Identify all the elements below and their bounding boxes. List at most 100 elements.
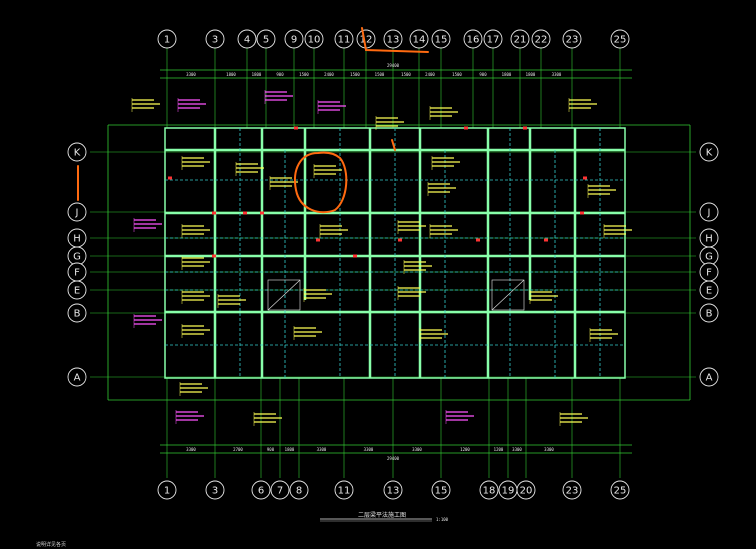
axis-top-13: 13 <box>383 29 403 49</box>
axis-bubble-circle <box>431 480 451 500</box>
annotation-block <box>431 156 460 170</box>
axis-bubble-circle <box>157 480 177 500</box>
annotation-block <box>181 324 210 338</box>
axis-bubble-circle <box>251 480 271 500</box>
outer-frame <box>107 69 691 454</box>
axis-left-G: G <box>67 246 87 266</box>
annotation-block <box>429 106 458 120</box>
stair-openings <box>267 279 525 311</box>
dim-top-segment: 900 <box>276 72 284 77</box>
annotation-block <box>269 176 298 190</box>
annotation-block <box>181 156 210 170</box>
title-block: 二层梁平法施工图 1:100 <box>320 511 449 522</box>
markup-small-mark <box>391 139 396 151</box>
axis-bubble-label: 11 <box>338 35 351 46</box>
annotation-block <box>427 182 456 196</box>
axis-bubble-circle <box>409 29 429 49</box>
dim-top-segment: 1500 <box>401 72 411 77</box>
axis-bubble-circle <box>383 480 403 500</box>
axis-bubble-circle <box>334 480 354 500</box>
axis-bubble-label: A <box>74 373 81 384</box>
dim-top-segment: 3300 <box>552 72 562 77</box>
axis-bubble-circle <box>510 29 530 49</box>
annotation-block <box>303 288 332 302</box>
axis-bottom-3: 3 <box>205 480 225 500</box>
markup-annotations <box>77 27 429 214</box>
axis-bottom-7: 7 <box>270 480 290 500</box>
markup-circle <box>294 151 348 214</box>
axis-bottom-11: 11 <box>334 480 354 500</box>
dim-bottom-segment: 900 <box>267 447 275 452</box>
column-mark <box>544 238 548 242</box>
axis-bubble-circle <box>157 29 177 49</box>
annotation-block <box>177 98 206 112</box>
annotation-block <box>181 290 210 304</box>
axis-top-9: 9 <box>284 29 304 49</box>
axis-bubble-circle <box>699 202 719 222</box>
axis-left-H: H <box>67 228 87 248</box>
axis-bubble-label: 19 <box>502 486 515 497</box>
corner-note: 说明详见各页 <box>36 541 66 548</box>
axis-bubble-label: 18 <box>483 486 496 497</box>
axis-bubble-label: 15 <box>435 486 448 497</box>
axis-top-4: 4 <box>237 29 257 49</box>
markup-bracket-top <box>361 27 429 53</box>
annotation-block <box>175 410 204 424</box>
annotation-block <box>131 98 160 112</box>
annotation-block <box>217 294 246 308</box>
annotation-block <box>559 412 588 426</box>
axis-bubble-label: 6 <box>258 486 264 497</box>
axis-bubble-circle <box>334 29 354 49</box>
axis-left-J: J <box>67 202 87 222</box>
column-mark <box>580 211 584 215</box>
annotation-block <box>397 220 426 234</box>
axis-bubble-circle <box>483 29 503 49</box>
annotation-block <box>397 286 426 300</box>
column-mark <box>243 211 247 215</box>
annotation-block <box>603 224 632 238</box>
column-mark <box>398 238 402 242</box>
annotation-block <box>181 224 210 238</box>
axis-bubble-circle <box>284 29 304 49</box>
axis-bubble-label: F <box>74 268 80 279</box>
annotation-block <box>587 184 616 198</box>
annotation-block <box>253 412 282 426</box>
axis-top-12: 12 <box>356 29 376 49</box>
dim-bottom-segment: 3300 <box>186 447 196 452</box>
annotation-block <box>429 224 458 238</box>
axis-bubble-label: 11 <box>338 486 351 497</box>
annotation-block <box>133 218 162 232</box>
axis-bubble-label: H <box>73 234 81 245</box>
axis-bubble-label: 8 <box>296 486 302 497</box>
annotation-block <box>317 100 346 114</box>
axis-bubble-label: K <box>706 148 713 159</box>
annotation-block <box>375 116 404 130</box>
column-mark <box>168 176 172 180</box>
column-mark <box>212 211 216 215</box>
axis-right-J: J <box>699 202 719 222</box>
axis-bubble-circle <box>479 480 499 500</box>
annotation-block <box>445 410 474 424</box>
dim-top-segment: 2400 <box>425 72 435 77</box>
annotation-block <box>264 90 293 104</box>
axis-bubble-circle <box>289 480 309 500</box>
axis-bubble-circle <box>699 280 719 300</box>
axis-bottom-20: 20 <box>516 480 536 500</box>
axis-bubble-label: F <box>706 268 712 279</box>
axis-bubble-label: 3 <box>212 35 218 46</box>
vertical-grid-lines <box>166 48 621 478</box>
axis-left-F: F <box>67 262 87 282</box>
axis-bubble-label: E <box>74 286 80 297</box>
axis-bubble-circle <box>67 303 87 323</box>
axis-bubble-label: 25 <box>614 486 627 497</box>
dim-top-segment: 1500 <box>350 72 360 77</box>
column-marks <box>168 126 587 258</box>
dim-top-segment: 900 <box>479 72 487 77</box>
column-mark <box>212 254 216 258</box>
axis-top-5: 5 <box>256 29 276 49</box>
axis-right-G: G <box>699 246 719 266</box>
axis-bubble-label: 1 <box>164 486 170 497</box>
axis-bubble-label: E <box>706 286 712 297</box>
